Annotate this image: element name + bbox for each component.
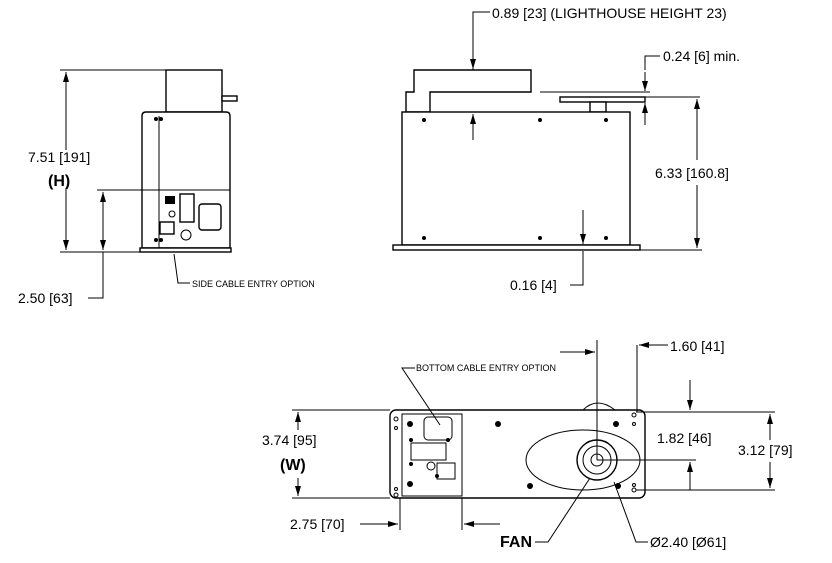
power-inlet [198, 203, 222, 231]
serial-port [179, 193, 195, 223]
cable-panel [401, 413, 463, 497]
width-dimension: 3.74 [95] [262, 432, 317, 448]
height-label: (H) [48, 173, 70, 190]
side-cable-height-dimension: 2.50 [63] [18, 290, 73, 306]
base-plate [389, 409, 646, 499]
fan-offset-x-dimension: 1.60 [41] [670, 338, 725, 354]
lighthouse-height-dimension: 0.89 [23] (LIGHTHOUSE HEIGHT 23) [492, 5, 727, 21]
base-depth-dimension: 3.12 [79] [738, 442, 793, 458]
flange-dimension: 0.16 [4] [510, 277, 557, 293]
bottom-cable-entry-callout: BOTTOM CABLE ENTRY OPTION [416, 363, 556, 373]
lighthouse-side [165, 69, 223, 113]
width-label: (W) [280, 457, 306, 474]
lighthouse-front [405, 69, 532, 113]
connector-port [165, 196, 175, 204]
fan-diameter-dimension: Ø2.40 [Ø61] [650, 534, 726, 550]
side-cable-entry-callout: SIDE CABLE ENTRY OPTION [192, 279, 315, 289]
front-view: 0.89 [23] (LIGHTHOUSE HEIGHT 23) 0.24 [6… [392, 5, 740, 293]
mounting-disc [559, 96, 646, 103]
panel-width-dimension: 2.75 [70] [290, 516, 345, 532]
ethernet-port [159, 221, 175, 235]
body-height-dimension: 6.33 [160.8] [655, 165, 729, 181]
enclosure-front [401, 111, 631, 246]
fan-offset-y-dimension: 1.82 [46] [657, 430, 712, 446]
fan-callout: FAN [500, 534, 532, 551]
total-height-dimension: 7.51 [191] [28, 149, 90, 165]
bottom-view: 3.74 [95] (W) 2.75 [70] FAN Ø2.40 [Ø61] … [262, 338, 793, 551]
side-view: 7.51 [191] (H) 2.50 [63] SIDE CABLE ENTR… [18, 69, 315, 306]
min-clearance-dimension: 0.24 [6] min. [663, 48, 740, 64]
